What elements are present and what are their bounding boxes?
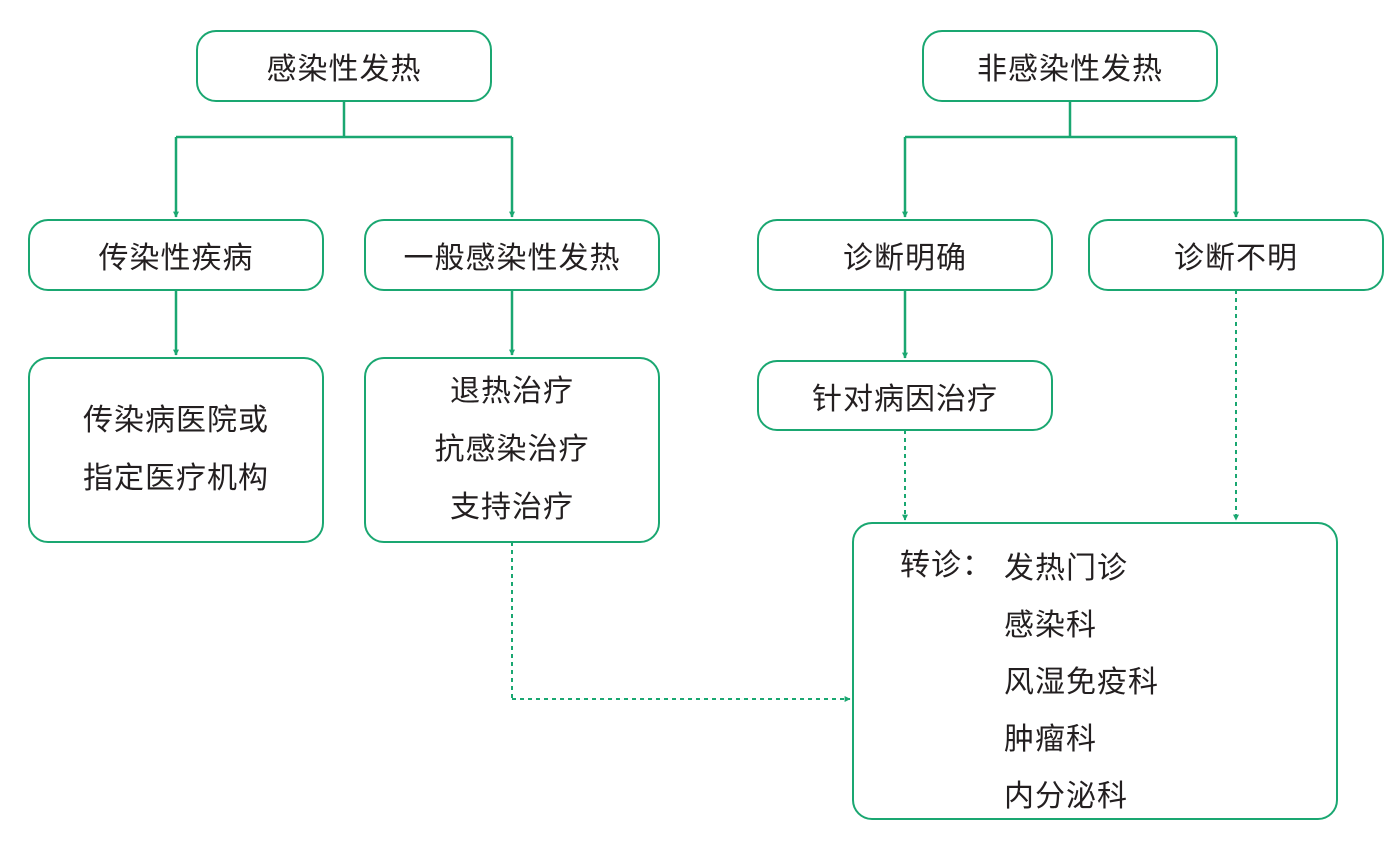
communicable-disease-node: 传染性疾病 xyxy=(28,219,324,291)
node-label-line: 传染病医院或 xyxy=(83,403,269,438)
node-label: 非感染性发热 xyxy=(977,52,1163,87)
diagnosis-clear-node: 诊断明确 xyxy=(757,219,1053,291)
node-label: 诊断不明 xyxy=(1174,241,1298,276)
node-label: 诊断明确 xyxy=(843,241,967,276)
department-item: 风湿免疫科 xyxy=(1004,665,1159,700)
department-item: 感染科 xyxy=(1004,608,1097,643)
designated-hospital-node: 传染病医院或 指定医疗机构 xyxy=(28,357,324,543)
infectious-fever-node: 感染性发热 xyxy=(196,30,492,102)
noninfectious-fever-node: 非感染性发热 xyxy=(922,30,1218,102)
treatment-node: 退热治疗 抗感染治疗 支持治疗 xyxy=(364,357,660,543)
referral-node: 转诊： 发热门诊 感染科 风湿免疫科 肿瘤科 内分泌科 xyxy=(852,522,1338,820)
department-item: 发热门诊 xyxy=(1004,551,1128,586)
referral-label: 转诊： xyxy=(900,548,993,583)
cause-treatment-node: 针对病因治疗 xyxy=(757,360,1053,431)
node-label: 针对病因治疗 xyxy=(812,381,998,417)
node-label-line: 指定医疗机构 xyxy=(83,461,269,496)
node-label: 一般感染性发热 xyxy=(403,241,621,276)
node-label: 感染性发热 xyxy=(266,52,422,87)
department-item: 内分泌科 xyxy=(1004,779,1128,814)
node-label: 传染性疾病 xyxy=(98,241,254,276)
department-list: 发热门诊 感染科 风湿免疫科 肿瘤科 内分泌科 xyxy=(1004,540,1159,825)
node-label-line: 退热治疗 xyxy=(450,374,574,409)
general-infectious-fever-node: 一般感染性发热 xyxy=(364,219,660,291)
diagnosis-unclear-node: 诊断不明 xyxy=(1088,219,1384,291)
node-label-line: 抗感染治疗 xyxy=(434,432,590,467)
department-item: 肿瘤科 xyxy=(1004,722,1097,757)
node-label-line: 支持治疗 xyxy=(450,490,574,525)
